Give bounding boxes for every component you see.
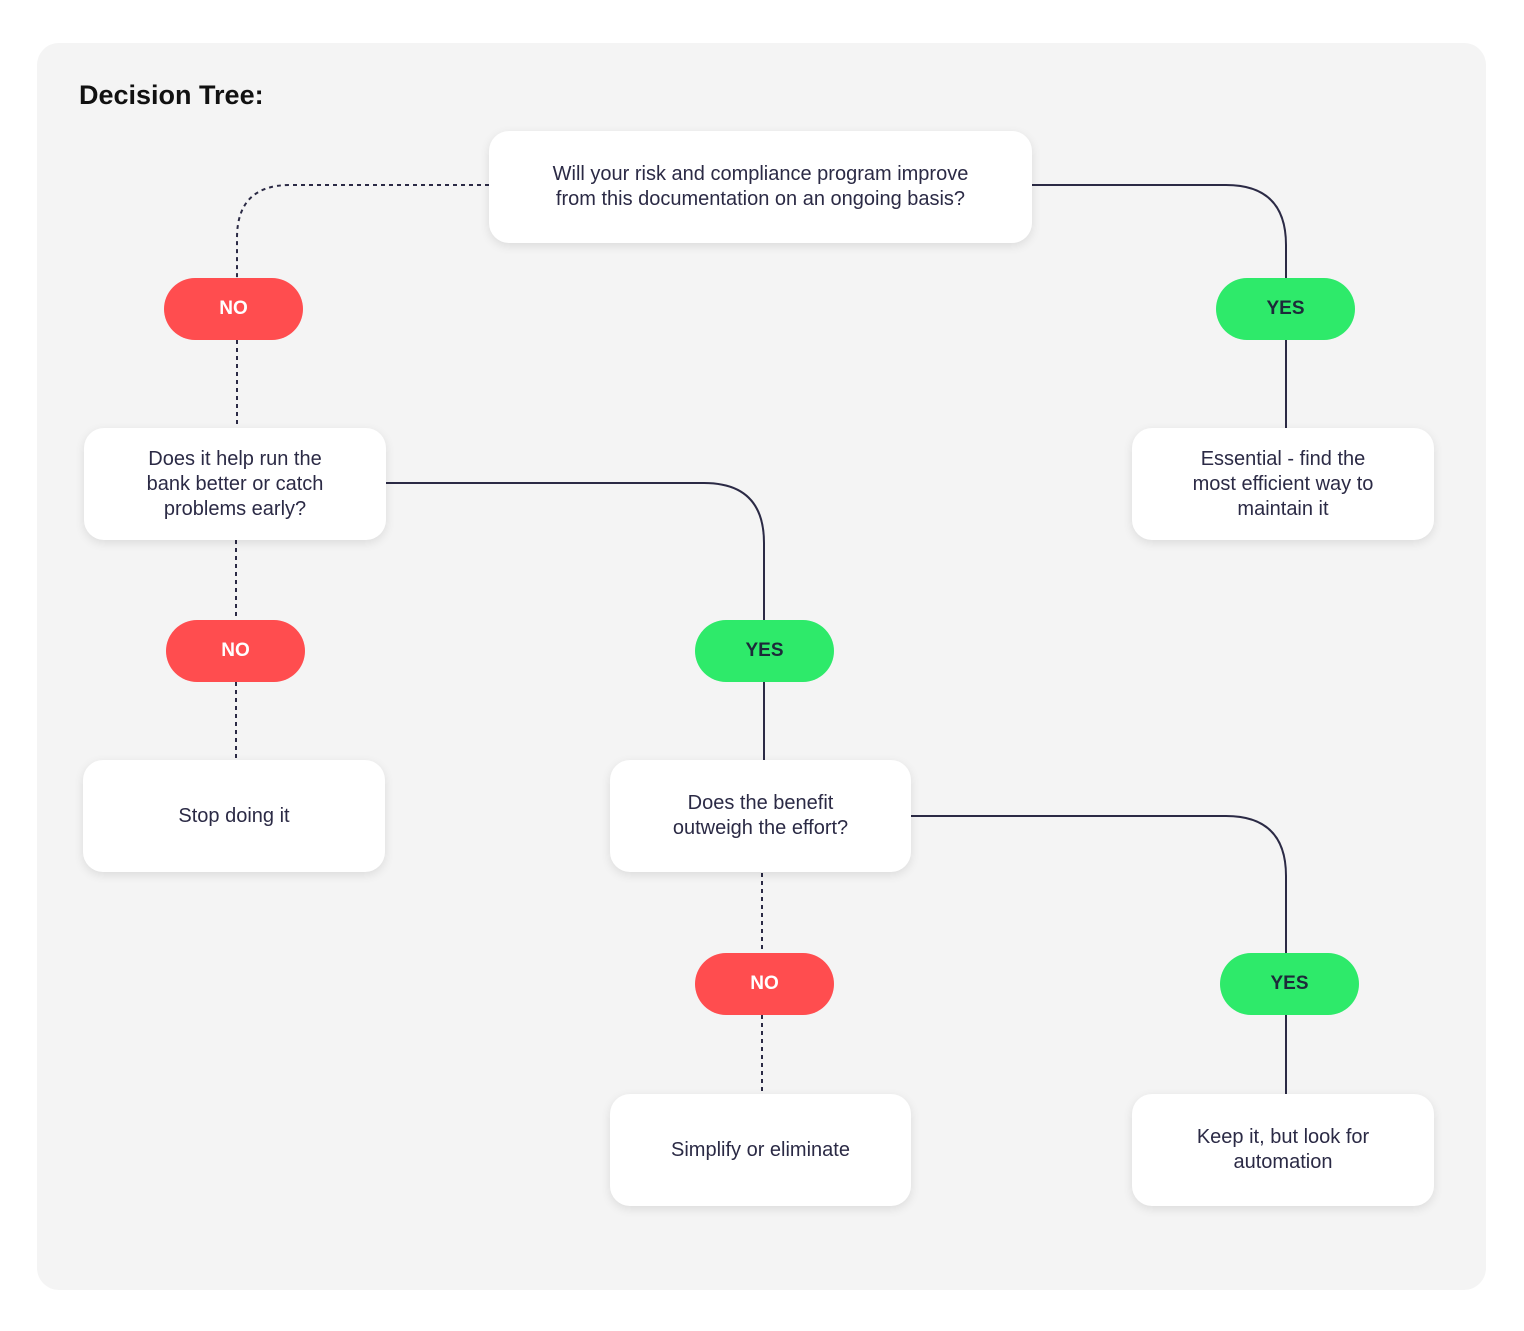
connector-q3-yes	[911, 815, 1287, 953]
connector-q1-no	[236, 184, 489, 278]
outcome-text: Stop doing it	[178, 804, 290, 827]
answer-pill-no: NO	[695, 953, 834, 1015]
outcome-node-essential: Essential - find the most efficient way …	[1132, 428, 1434, 540]
answer-pill-no: NO	[166, 620, 305, 682]
question-node-run-bank-better: Does it help run the bank better or catc…	[84, 428, 386, 540]
diagram-title: Decision Tree:	[79, 80, 264, 110]
outcome-text: Keep it, but look for automation	[1196, 1126, 1370, 1173]
question-node-benefit-vs-effort: Does the benefit outweigh the effort?	[610, 760, 911, 872]
answer-pill-yes: YES	[695, 620, 834, 682]
outcome-node-keep-automate: Keep it, but look for automation	[1132, 1094, 1434, 1206]
connector-q2-yes	[386, 482, 765, 620]
answer-pill-yes: YES	[1216, 278, 1355, 340]
answer-pill-no: NO	[164, 278, 303, 340]
answer-pill-yes: YES	[1220, 953, 1359, 1015]
outcome-text: Essential - find the most efficient way …	[1192, 447, 1374, 520]
question-text: Does it help run the bank better or catc…	[146, 447, 324, 520]
question-node-ongoing-improvement: Will your risk and compliance program im…	[489, 131, 1032, 243]
outcome-text: Simplify or eliminate	[671, 1138, 850, 1161]
outcome-node-stop: Stop doing it	[83, 760, 385, 872]
outcome-node-simplify: Simplify or eliminate	[610, 1094, 911, 1206]
question-text: Will your risk and compliance program im…	[552, 163, 969, 210]
question-text: Does the benefit outweigh the effort?	[672, 792, 849, 839]
connector-q1-yes	[1032, 184, 1287, 278]
